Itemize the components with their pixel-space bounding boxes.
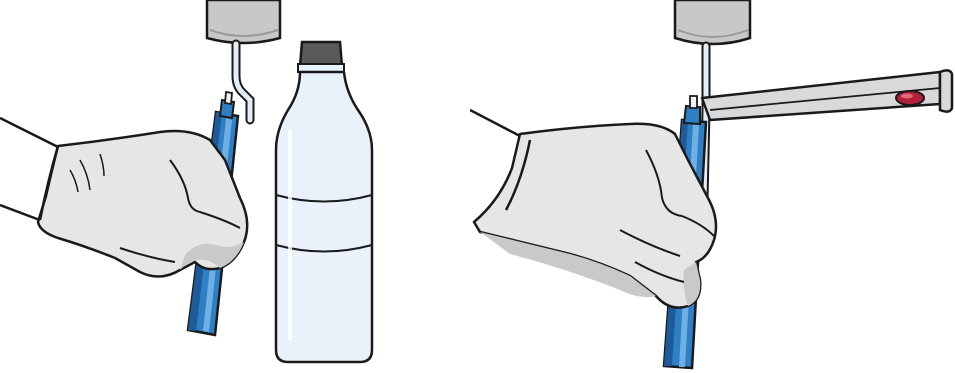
left-panel-drawing: [0, 0, 470, 373]
tweezers: [702, 70, 952, 120]
left-panel: [0, 0, 470, 373]
gloved-hand: [0, 118, 247, 277]
right-panel-drawing: [470, 0, 955, 373]
gloved-hand: [470, 110, 716, 308]
nozzle-outlet: [207, 0, 280, 120]
water-bottle: [276, 42, 372, 362]
right-panel: [470, 0, 955, 373]
